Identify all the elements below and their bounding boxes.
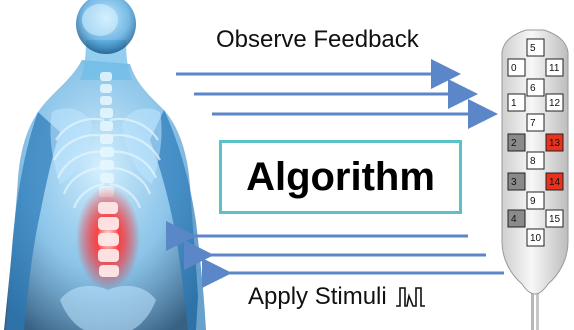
algorithm-label: Algorithm xyxy=(246,154,435,199)
electrode-contact-15 xyxy=(545,209,564,228)
electrode-contact-label: 7 xyxy=(530,118,536,129)
electrode-contact-label: 1 xyxy=(511,98,517,109)
electrode-contact-label: 0 xyxy=(511,63,517,74)
electrode-contact-label: 11 xyxy=(549,63,560,74)
electrode-contact-2 xyxy=(507,133,526,152)
electrode-contact-label: 3 xyxy=(511,177,517,188)
electrode-contact-4 xyxy=(507,209,526,228)
apply-stimuli-label: Apply Stimuli xyxy=(248,283,435,311)
electrode-array: 5 0 11 6 1 12 7 2 13 8 3 14 9 4 15 10 xyxy=(501,29,569,330)
electrode-contact-9 xyxy=(526,191,545,210)
electrode-contact-0 xyxy=(507,58,526,77)
electrode-contact-label: 4 xyxy=(511,214,517,225)
electrode-contact-5 xyxy=(526,38,545,57)
skeleton-illustration xyxy=(4,0,206,330)
pulse-waveform-icon xyxy=(396,287,426,307)
electrode-contact-label: 10 xyxy=(530,233,542,244)
electrode-contact-label: 6 xyxy=(530,83,536,94)
electrode-contact-11 xyxy=(545,58,564,77)
electrode-contact-3 xyxy=(507,172,526,191)
algorithm-box: Algorithm xyxy=(219,140,462,214)
observe-feedback-label: Observe Feedback xyxy=(216,26,419,53)
electrode-contact-label: 8 xyxy=(530,156,536,167)
electrode-contact-13 xyxy=(545,133,564,152)
electrode-contact-label: 15 xyxy=(549,214,561,225)
electrode-grid: 5 0 11 6 1 12 7 2 13 8 3 14 9 4 15 10 xyxy=(507,38,564,247)
apply-stimuli-text: Apply Stimuli xyxy=(248,283,387,310)
electrode-contact-label: 12 xyxy=(549,98,561,109)
electrode-contact-label: 2 xyxy=(511,138,517,149)
electrode-contact-label: 5 xyxy=(530,43,536,54)
electrode-contact-label: 14 xyxy=(549,177,561,188)
electrode-contact-label: 13 xyxy=(549,138,561,149)
electrode-contact-12 xyxy=(545,93,564,112)
electrode-contact-8 xyxy=(526,151,545,170)
electrode-contact-10 xyxy=(526,228,545,247)
electrode-contact-6 xyxy=(526,78,545,97)
electrode-contact-1 xyxy=(507,93,526,112)
electrode-contact-7 xyxy=(526,113,545,132)
electrode-contact-14 xyxy=(545,172,564,191)
electrode-contact-label: 9 xyxy=(530,196,536,207)
